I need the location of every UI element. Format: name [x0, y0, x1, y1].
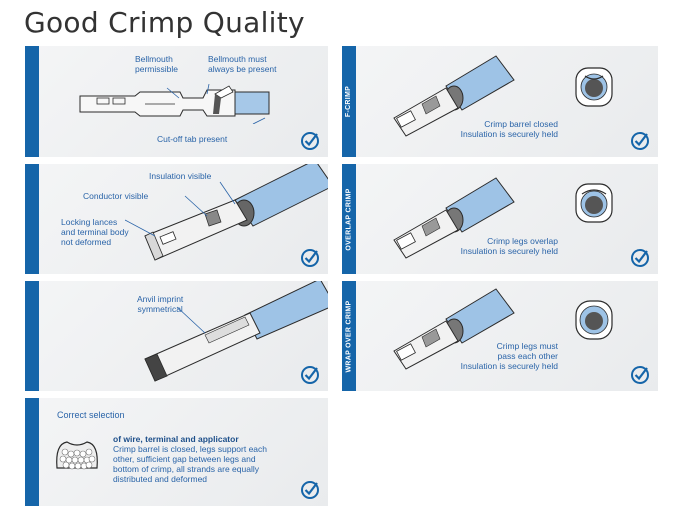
side-label: OVERLAP CRIMP: [345, 187, 353, 251]
overlap-crimp-illustration: [393, 177, 515, 259]
label-locking-lances: Locking lances and terminal body not def…: [61, 217, 129, 247]
f-crimp-cross-section: [575, 67, 613, 107]
label-insulation-visible: Insulation visible: [149, 171, 212, 181]
correct-selection-body: Crimp barrel is closed, legs support eac…: [113, 444, 268, 484]
panel-side-view: Bellmouth permissible Bellmouth must alw…: [25, 46, 328, 157]
page-title: Good Crimp Quality: [24, 6, 305, 39]
label-bellmouth-permissible: Bellmouth permissible: [135, 54, 178, 74]
accent-bar: [342, 164, 356, 274]
terminal-bottom-view-illustration: [144, 281, 328, 382]
accent-bar: [342, 281, 356, 391]
panel-conductor-view: Insulation visible Conductor visible Loc…: [25, 164, 328, 274]
panel-anvil-view: Anvil imprint symmetrical: [25, 281, 328, 391]
check-circle-icon: [301, 132, 319, 150]
panel-f-crimp: F-CRIMP Crimp barrel closed Insulation i…: [342, 46, 658, 157]
label-bellmouth-present: Bellmouth must always be present: [208, 54, 277, 74]
accent-bar: [25, 164, 39, 274]
overlap-crimp-text: Crimp legs overlap Insulation is securel…: [460, 236, 558, 256]
wrap-over-crimp-illustration: [393, 288, 515, 370]
overlap-crimp-cross-section: [575, 183, 613, 223]
label-conductor-visible: Conductor visible: [83, 191, 149, 201]
check-circle-icon: [301, 366, 319, 384]
label-anvil-imprint: Anvil imprint symmetrical: [137, 294, 184, 314]
check-circle-icon: [631, 132, 649, 150]
check-circle-icon: [631, 249, 649, 267]
crimp-cross-section-illustration: [56, 441, 98, 470]
wrap-over-crimp-text: Crimp legs must pass each other Insulati…: [460, 341, 558, 371]
accent-bar: [25, 281, 39, 391]
accent-bar: [25, 398, 39, 506]
f-crimp-illustration: [393, 55, 515, 137]
correct-selection-heading: Correct selection: [57, 410, 125, 420]
f-crimp-text: Crimp barrel closed Insulation is secure…: [460, 119, 558, 139]
side-label: WRAP OVER CRIMP: [345, 299, 353, 373]
panel-correct-selection: Correct selection of wire, terminal and …: [25, 398, 328, 506]
check-circle-icon: [301, 481, 319, 499]
check-circle-icon: [301, 249, 319, 267]
side-label: F-CRIMP: [345, 85, 353, 118]
panel-wrap-over-crimp: WRAP OVER CRIMP Crimp legs must pass eac…: [342, 281, 658, 391]
accent-bar: [342, 46, 356, 157]
check-circle-icon: [631, 366, 649, 384]
label-cutoff-tab: Cut-off tab present: [157, 134, 228, 144]
wrap-over-crimp-cross-section: [575, 300, 613, 340]
terminal-iso-view-illustration: [125, 164, 328, 261]
terminal-side-view-illustration: [79, 84, 270, 124]
correct-selection-subheading: of wire, terminal and applicator: [113, 434, 239, 444]
panel-overlap-crimp: OVERLAP CRIMP Crimp legs overlap Insulat…: [342, 164, 658, 274]
accent-bar: [25, 46, 39, 157]
